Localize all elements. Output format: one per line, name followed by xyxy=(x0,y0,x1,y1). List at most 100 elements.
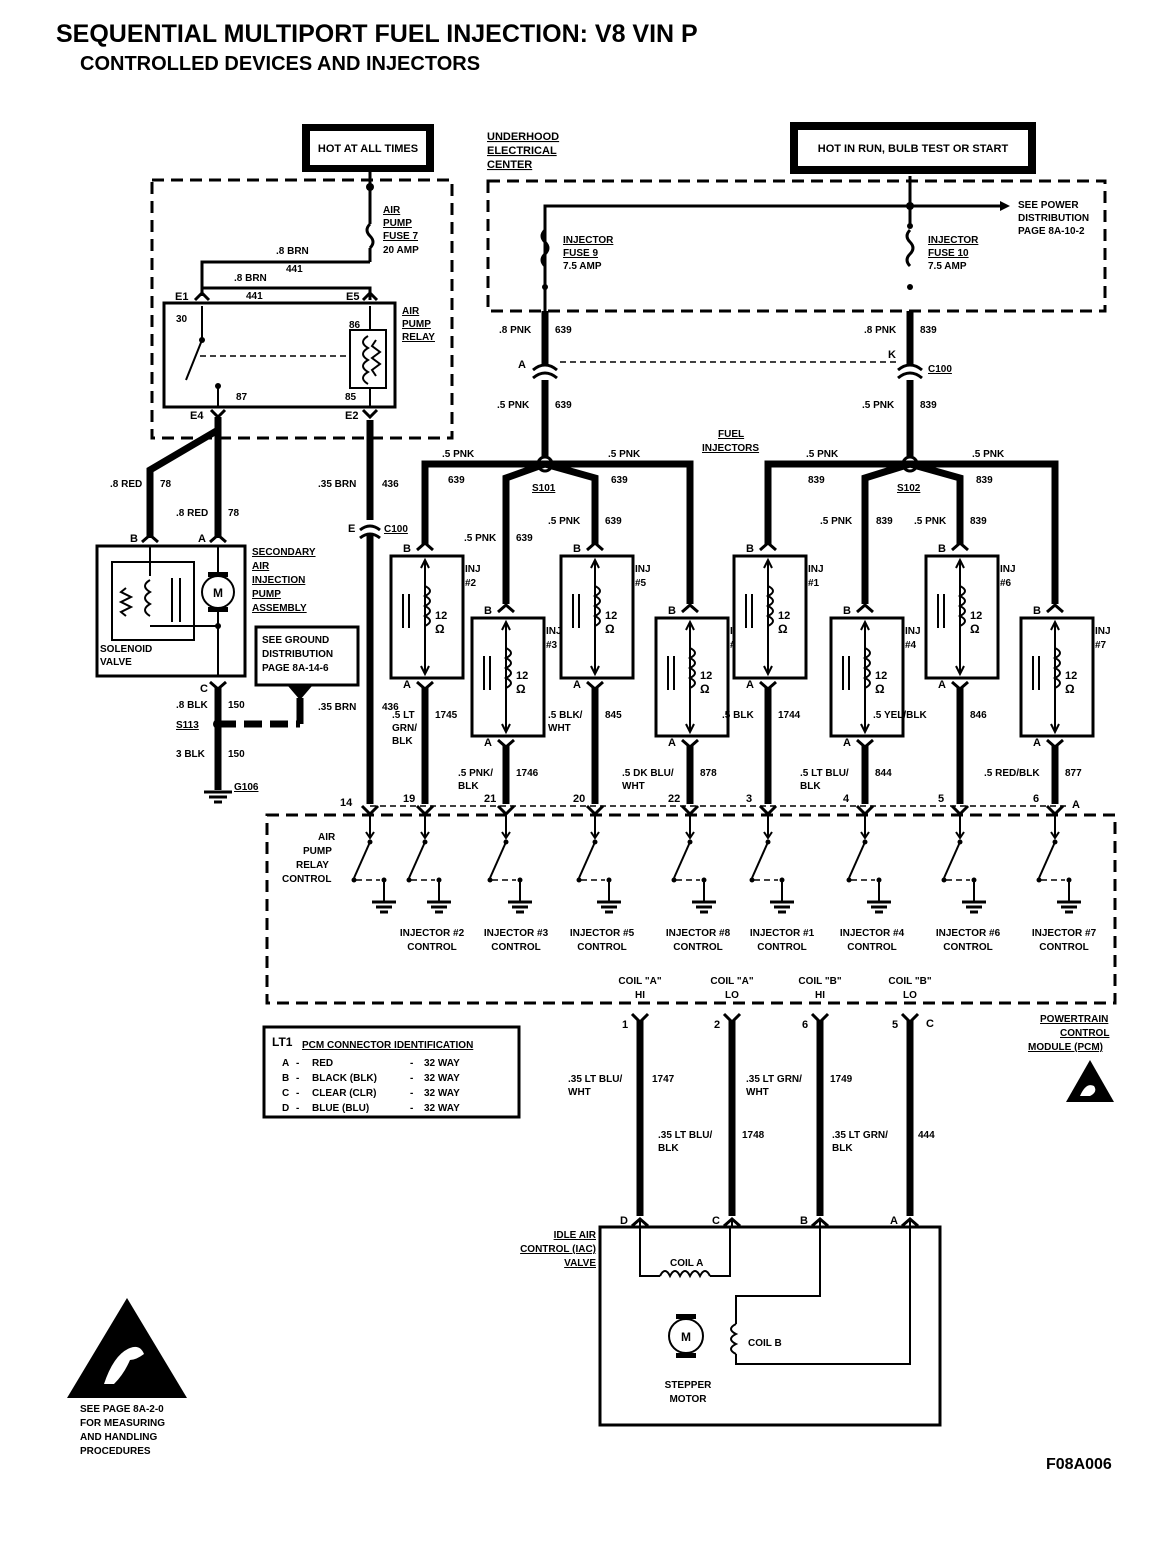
injector-circuit: 878 xyxy=(700,768,717,779)
svg-text:FOR MEASURING: FOR MEASURING xyxy=(80,1418,165,1429)
connector-ways: 32 WAY xyxy=(424,1103,460,1114)
svg-text:-: - xyxy=(410,1103,413,1114)
injector-pin-b: B xyxy=(573,543,581,555)
svg-text:CONTROL: CONTROL xyxy=(1060,1028,1109,1039)
iac-coil-a xyxy=(659,1270,711,1279)
relay-pin-85: 85 xyxy=(345,392,357,403)
pcm-driver-switches: INJECTOR #2 CONTROL INJECTOR #3 CONTROL INJE… xyxy=(351,816,1097,953)
hot-in-run-label: HOT IN RUN, BULB TEST OR START xyxy=(818,143,1009,155)
injector-label: INJ#3 xyxy=(546,626,562,651)
stepper-motor-label: STEPPER MOTOR xyxy=(665,1380,712,1405)
control-label-line: CONTROL xyxy=(673,942,722,953)
control-label-line: INJECTOR #3 xyxy=(484,928,549,939)
iac-wire-circuit: 444 xyxy=(918,1130,935,1141)
injector-label: INJ#6 xyxy=(1000,564,1016,589)
injector-coil xyxy=(687,647,696,689)
injector-ohm-symbol: Ω xyxy=(605,622,615,636)
svg-text:SEE PAGE 8A-2-0: SEE PAGE 8A-2-0 xyxy=(80,1404,164,1415)
injector-wire-color: .5 LT BLU/ xyxy=(800,768,849,779)
wire-150-a: 150 xyxy=(228,700,245,711)
pin-e5: E5 xyxy=(346,291,359,303)
injector-circuit: 1745 xyxy=(435,710,458,721)
pcm-box xyxy=(265,813,1117,1005)
svg-text:INJECTORS: INJECTORS xyxy=(702,443,759,454)
iac-wire-color: WHT xyxy=(746,1087,769,1098)
svg-text:SECONDARY: SECONDARY xyxy=(252,547,316,558)
injector-pin-a: A xyxy=(403,679,411,691)
control-label-line: INJECTOR #5 xyxy=(570,928,635,939)
iac-wire-color: BLK xyxy=(832,1143,853,1154)
injector-ohm-symbol: Ω xyxy=(516,682,526,696)
svg-text:20 AMP: 20 AMP xyxy=(383,245,419,256)
c839-b2-right: 839 xyxy=(976,475,993,486)
injector-pin-b: B xyxy=(746,543,754,555)
control-label-line: CONTROL xyxy=(757,942,806,953)
c639-b1-right: 639 xyxy=(611,475,628,486)
svg-text:7.5 AMP: 7.5 AMP xyxy=(563,261,602,272)
injector-pcm-pin: 3 xyxy=(746,793,752,805)
injector-wire-color: BLK xyxy=(458,781,479,792)
pin-e1: E1 xyxy=(175,291,188,303)
air-pump-fuse-7 xyxy=(365,222,375,250)
iac-pin-a: A xyxy=(890,1215,919,1228)
injector-pcm-pin: 6 xyxy=(1033,793,1039,805)
injector-pin-a: A xyxy=(746,679,754,691)
sap-pin-b: B xyxy=(130,533,138,545)
injector-fuse-10 xyxy=(905,228,915,268)
svg-text:-: - xyxy=(296,1088,299,1099)
pin-e4: E4 xyxy=(190,410,204,422)
svg-text:AIR: AIR xyxy=(383,205,401,216)
svg-text:-: - xyxy=(296,1073,299,1084)
svg-text:INJECTOR: INJECTOR xyxy=(563,235,614,246)
injector-driver xyxy=(749,816,794,914)
injector-pin-a: A xyxy=(484,737,492,749)
connector-ways: 32 WAY xyxy=(424,1073,460,1084)
c639-inj5: 639 xyxy=(605,516,622,527)
see-power-distribution: SEE POWER DISTRIBUTION PAGE 8A-10-2 xyxy=(1018,200,1089,237)
injector-wire-color: .5 DK BLU/ xyxy=(622,768,674,779)
connector-id-row: A-RED-32 WAY xyxy=(282,1058,460,1069)
pnk-b1-right: .5 PNK xyxy=(608,449,641,460)
hot-at-all-times-label: HOT AT ALL TIMES xyxy=(318,143,418,155)
injector-wire-color: GRN/ xyxy=(392,723,417,734)
bank2-wire-top: .8 PNK xyxy=(864,325,897,336)
wire-441-size-a: .8 BRN xyxy=(276,246,309,257)
bank2-circuit-mid: 839 xyxy=(920,400,937,411)
underhood-fuse-block xyxy=(486,179,1107,313)
injector-label-line: #1 xyxy=(808,578,820,589)
injector-fuse-10-label: INJECTOR FUSE 10 7.5 AMP xyxy=(928,235,979,272)
svg-text:RELAY: RELAY xyxy=(296,860,329,871)
see-ground-box xyxy=(254,625,360,687)
control-label-line: INJECTOR #2 xyxy=(400,928,465,939)
pump-motor-symbol: M xyxy=(213,586,223,600)
c100-pin-e: E xyxy=(348,523,355,535)
svg-text:PROCEDURES: PROCEDURES xyxy=(80,1446,151,1457)
svg-text:CONTROL: CONTROL xyxy=(282,874,331,885)
injector-label: INJ#2 xyxy=(465,564,481,589)
coil-output-pin: 6 xyxy=(802,1019,808,1031)
injector-circuit: 877 xyxy=(1065,768,1082,779)
control-label-line: INJECTOR #7 xyxy=(1032,928,1097,939)
c100-pin-k: K xyxy=(888,349,896,361)
c839-b2-left: 839 xyxy=(808,475,825,486)
injector-coil xyxy=(503,647,512,689)
svg-text:PUMP: PUMP xyxy=(303,846,332,857)
coil-output-name: COIL "A" xyxy=(618,976,661,987)
svg-text:-: - xyxy=(296,1103,299,1114)
iac-coil-a-label: COIL A xyxy=(670,1258,703,1269)
figure-id: F08A006 xyxy=(1046,1456,1112,1473)
injector-pin-a: A xyxy=(843,737,851,749)
svg-text:PUMP: PUMP xyxy=(402,319,431,330)
iac-wire-circuit: 1749 xyxy=(830,1074,853,1085)
svg-text:MODULE (PCM): MODULE (PCM) xyxy=(1028,1042,1103,1053)
injector-driver xyxy=(406,816,451,914)
pcm-label: POWERTRAIN CONTROL MODULE (PCM) xyxy=(1028,1014,1109,1053)
